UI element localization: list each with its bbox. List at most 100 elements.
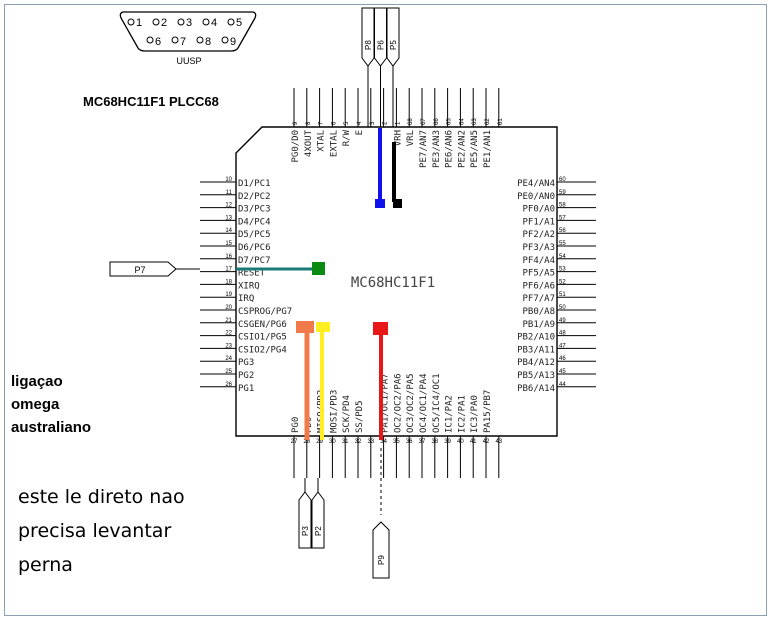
pin-label: PE2/AN2: [457, 130, 467, 168]
pin-number: 11: [226, 190, 233, 196]
pin-number: 10: [225, 177, 232, 183]
probe-p9-label: P9: [377, 555, 386, 565]
pin-number: 34: [380, 439, 387, 445]
pin-label: MOSI/PD3: [329, 390, 339, 433]
handwritten-line-1: este le direto nao: [18, 486, 185, 508]
pin-label: IC2/PA1: [457, 395, 467, 433]
pin-number: 23: [225, 343, 232, 349]
pin-number: 14: [225, 228, 232, 234]
pin-label: PE5/AN5: [470, 130, 480, 168]
handwritten-line-2: precisa levantar: [18, 520, 172, 542]
pin-number: 1: [395, 121, 401, 125]
probe-flag: [298, 491, 312, 549]
pin-label: PB5/A13: [517, 371, 555, 381]
pin-number: 19: [225, 292, 232, 298]
pin-number: 35: [393, 439, 400, 445]
pin-number: 58: [559, 203, 566, 209]
db9-pin-hole: [177, 18, 185, 26]
pin-label: VRL: [406, 130, 416, 146]
note-line-1: ligaçao: [11, 373, 63, 390]
probe-label: P6: [377, 40, 386, 50]
pin-label: E: [355, 130, 365, 135]
probe-label: P3: [301, 526, 310, 536]
pin-label: OC3/OC2/PA5: [406, 373, 416, 433]
pin-number: 49: [559, 318, 566, 324]
pin-number: 43: [495, 439, 502, 445]
pin-number: 51: [559, 292, 566, 298]
pin-label: PB6/A14: [517, 384, 555, 394]
pin-label: PB0/A8: [522, 307, 555, 317]
pin-number: 22: [225, 331, 232, 337]
pin-label: PF3/A3: [522, 243, 555, 253]
pin-number: 21: [225, 318, 232, 324]
db9-pin-hole: [146, 36, 154, 44]
pin-label: OC2/OC2/PA6: [393, 373, 403, 433]
pin-label: CSIO1/PG5: [238, 333, 287, 343]
pin-label: EXTAL: [329, 130, 339, 157]
pin-label: IC1/PA2: [445, 395, 455, 433]
pin-label: D7/PC7: [238, 256, 271, 266]
pin-label: CSPROG/PG7: [238, 307, 292, 317]
pin-number: 44: [559, 382, 566, 388]
pin-number: 28: [303, 439, 310, 445]
pin-number: 65: [447, 118, 453, 125]
pin-label: D6/PC6: [238, 243, 271, 253]
pin-number: 6: [331, 121, 337, 125]
pin-number: 12: [225, 203, 232, 209]
pin-label: PF4/A4: [522, 256, 555, 266]
pin-label: XTAL: [317, 130, 327, 152]
db9-pin-hole: [227, 18, 235, 26]
wire-yellow-endpoint: [316, 322, 330, 332]
pin-number: 18: [225, 279, 232, 285]
pin-label: SS/PD5: [355, 400, 365, 433]
pin-number: 54: [559, 254, 566, 260]
pin-label: IRQ: [238, 294, 254, 304]
pin-number: 8: [306, 121, 312, 125]
pin-number: 55: [559, 241, 566, 247]
chip-title: MC68HC11F1 PLCC68: [83, 94, 219, 109]
probe-flag: [311, 491, 325, 549]
db9-pin-hole: [196, 36, 204, 44]
pin-label: CSIO2/PG4: [238, 345, 287, 355]
pin-label: D4/PC4: [238, 217, 271, 227]
pin-label: D3/PC3: [238, 205, 271, 215]
wire-blue-endpoint: [375, 199, 385, 208]
pin-number: 60: [559, 177, 566, 183]
pin-number: 31: [342, 439, 349, 445]
db9-pin-number: 5: [236, 17, 242, 29]
pin-number: 32: [355, 439, 362, 445]
pin-label: PF2/A2: [522, 230, 555, 240]
pin-label: PE6/AN6: [445, 130, 455, 168]
pin-number: 41: [470, 439, 477, 445]
pin-number: 37: [419, 439, 426, 445]
probe-p7-flag: [109, 261, 177, 277]
pin-number: 36: [406, 439, 413, 445]
pin-number: 40: [457, 439, 464, 445]
pin-label: PF5/A5: [522, 269, 555, 279]
wire-green-endpoint: [312, 262, 325, 275]
probe-p7: P7: [109, 261, 200, 277]
pin-number: 3: [370, 121, 376, 125]
handwritten-note: este le direto nao precisa levantar pern…: [18, 480, 185, 582]
probe-p9: P9: [372, 448, 390, 579]
pin-number: 52: [559, 279, 566, 285]
pin-number: 17: [225, 267, 232, 273]
pin-number: 50: [559, 305, 566, 311]
pin-number: 39: [444, 439, 451, 445]
probe-flag: [361, 7, 375, 67]
pin-label: PF0/A0: [522, 205, 555, 215]
db9-pin-hole: [171, 36, 179, 44]
pin-label: PE0/AN0: [517, 192, 555, 202]
pin-number: 13: [225, 215, 232, 221]
pin-number: 57: [559, 215, 566, 221]
probe-p7-label: P7: [134, 265, 145, 275]
pin-number: 68: [408, 118, 414, 125]
probe-label: P8: [364, 40, 373, 50]
pin-number: 24: [225, 356, 232, 362]
handwritten-line-3: perna: [18, 554, 73, 576]
pin-label: IC3/PA0: [470, 395, 480, 433]
pin-label: PA1/OC1/PA7: [381, 373, 391, 433]
